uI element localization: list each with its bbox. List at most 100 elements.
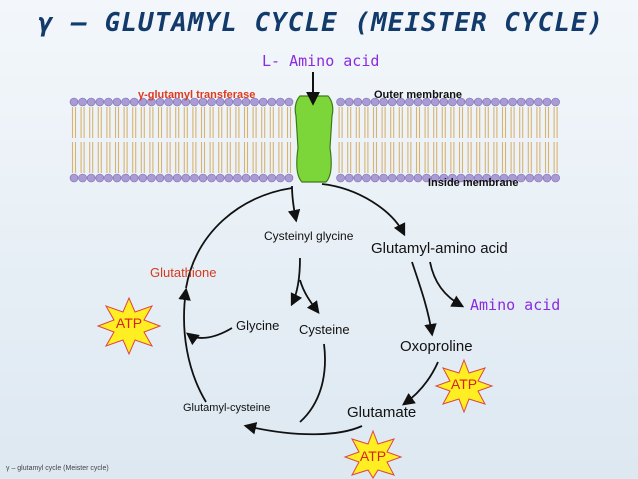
phospholipid-head — [525, 97, 535, 107]
phospholipid-head — [387, 173, 397, 183]
phospholipid-head — [155, 173, 165, 183]
phospholipid-head — [491, 97, 500, 107]
phospholipid-head — [215, 97, 225, 107]
phospholipid-head — [276, 97, 285, 107]
phospholipid-head — [190, 173, 199, 183]
glutamate-label: Glutamate — [347, 404, 417, 421]
phospholipid-head — [233, 173, 242, 183]
phospholipid-head — [353, 97, 363, 107]
phospholipid-head — [121, 97, 130, 107]
phospholipid-head — [104, 173, 113, 183]
phospholipid-heads-outer — [69, 97, 560, 107]
phospholipid-head — [379, 97, 388, 107]
phospholipid-head — [138, 173, 148, 183]
phospholipid-head — [551, 97, 560, 107]
arrow-to-glutamyl-amino-acid — [321, 183, 406, 237]
phospholipid-head — [456, 97, 466, 107]
phospholipid-head — [258, 97, 268, 107]
phospholipid-head — [370, 97, 380, 107]
phospholipid-head — [525, 173, 535, 183]
arrow-to-oxoproline — [411, 261, 437, 337]
phospholipid-head — [482, 173, 492, 183]
atp-star-3 — [343, 429, 403, 479]
phospholipid-head — [129, 97, 139, 107]
phospholipid-head — [198, 97, 208, 107]
phospholipid-head — [181, 97, 191, 107]
phospholipid-head — [78, 97, 87, 107]
phospholipid-head — [387, 97, 397, 107]
atp-label-1: ATP — [115, 315, 143, 331]
phospholipid-head — [379, 173, 388, 183]
phospholipid-head — [198, 173, 208, 183]
phospholipid-head — [336, 97, 345, 107]
arrow-cysteine-joins — [299, 343, 326, 423]
phospholipid-head — [138, 97, 148, 107]
arrow-to-amino-acid — [429, 261, 465, 308]
enzyme-label: γ-glutamyl transferase — [138, 89, 256, 101]
atp-star-1 — [96, 296, 162, 356]
phospholipid-head — [95, 173, 105, 183]
phospholipid-head — [473, 97, 483, 107]
phospholipid-head — [112, 173, 122, 183]
inside-membrane-label: Inside membrane — [428, 177, 519, 189]
phospholipid-head — [78, 173, 87, 183]
phospholipid-head — [155, 97, 165, 107]
phospholipid-head — [362, 173, 371, 183]
l-amino-acid-label: L- Amino acid — [262, 52, 380, 70]
phospholipid-head — [551, 173, 560, 183]
phospholipid-head — [430, 97, 440, 107]
phospholipid-head — [362, 97, 371, 107]
phospholipid-head — [112, 97, 122, 107]
phospholipid-head — [396, 173, 406, 183]
phospholipid-head — [491, 173, 500, 183]
phospholipid-head — [241, 97, 251, 107]
phospholipid-head — [250, 173, 259, 183]
phospholipid-head — [190, 97, 199, 107]
phospholipid-head — [344, 97, 354, 107]
phospholipid-head — [482, 97, 492, 107]
phospholipid-head — [172, 173, 182, 183]
atp-star-2 — [434, 358, 494, 414]
phospholipid-head — [413, 97, 423, 107]
arrow-cysgly-split — [290, 257, 303, 307]
phospholipid-head — [430, 173, 440, 183]
phospholipid-head — [405, 97, 414, 107]
phospholipid-head — [508, 97, 517, 107]
phospholipid-head — [224, 97, 234, 107]
phospholipid-head — [164, 173, 173, 183]
phospholipid-head — [344, 173, 354, 183]
glutamyl-cysteine-label: Glutamyl-cysteine — [183, 402, 271, 414]
phospholipid-head — [258, 173, 268, 183]
cysteine-label: Cysteine — [299, 322, 350, 337]
phospholipid-head — [86, 97, 96, 107]
phospholipid-head — [284, 97, 294, 107]
atp-label-2: ATP — [450, 376, 478, 392]
phospholipid-head — [104, 97, 113, 107]
glycine-label: Glycine — [236, 318, 280, 333]
lipid-bilayer — [69, 97, 560, 183]
phospholipid-head — [147, 97, 156, 107]
phospholipid-head — [534, 97, 543, 107]
transporter-protein — [294, 95, 334, 183]
phospholipid-head — [516, 97, 526, 107]
phospholipid-head — [456, 173, 466, 183]
arrow-glutathione-to-transporter — [185, 187, 293, 289]
phospholipid-head — [215, 173, 225, 183]
phospholipid-head — [353, 173, 363, 183]
phospholipid-head — [69, 97, 79, 107]
phospholipid-head — [439, 97, 449, 107]
amino-acid-out-label: Amino acid — [470, 296, 561, 314]
phospholipid-head — [413, 173, 423, 183]
phospholipid-head — [267, 97, 277, 107]
arrow-cysgly-to-cysteine — [299, 279, 320, 315]
glutathione-label: Glutathione — [150, 265, 217, 280]
phospholipid-head — [542, 97, 552, 107]
phospholipid-head — [439, 173, 449, 183]
arrow-glutamate-to-glutamyl-cysteine — [243, 422, 363, 436]
atp-label-3: ATP — [359, 448, 387, 464]
arrow-oxoproline-to-glutamate — [401, 361, 439, 406]
phospholipid-head — [147, 173, 156, 183]
phospholipid-head — [516, 173, 526, 183]
phospholipid-head — [181, 173, 191, 183]
